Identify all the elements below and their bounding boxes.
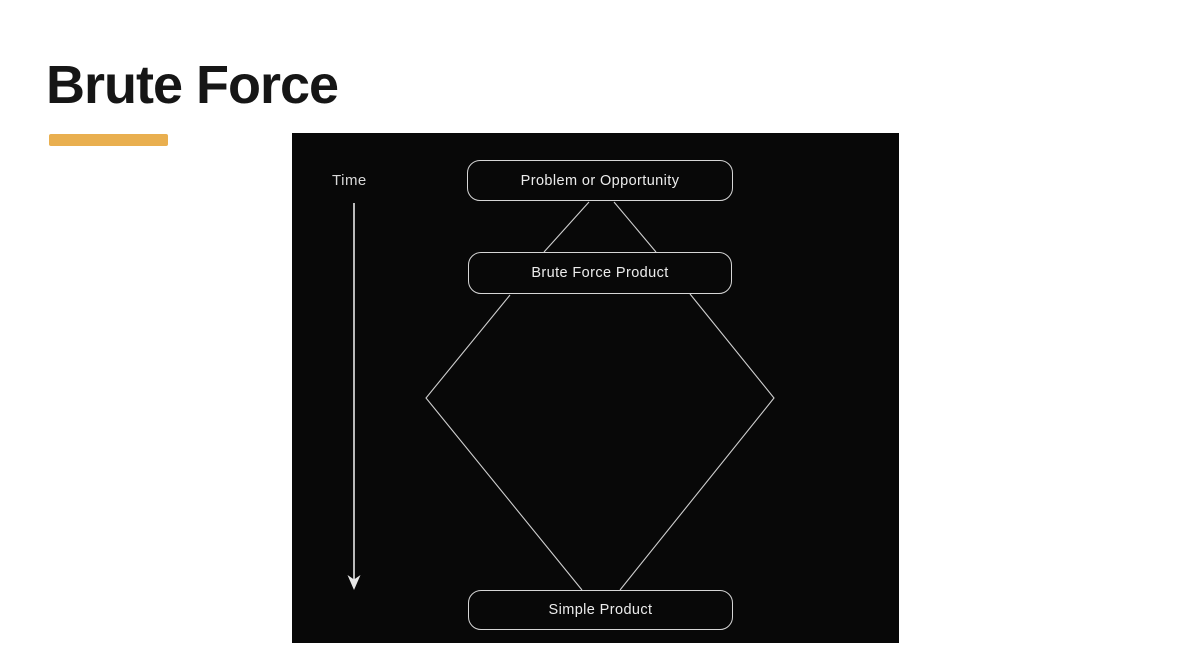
diamond-path-lines	[425, 293, 775, 591]
node-simple-product: Simple Product	[468, 590, 733, 630]
node-problem-or-opportunity: Problem or Opportunity	[467, 160, 733, 201]
diagram-lines-layer	[347, 201, 775, 591]
time-label: Time	[332, 172, 367, 189]
node-label: Simple Product	[548, 602, 653, 618]
accent-bar	[49, 134, 168, 146]
node-label: Brute Force Product	[531, 265, 669, 281]
down-arrow-icon	[347, 203, 361, 590]
diagram-panel: Time Problem or Opportunity Brute Force …	[292, 133, 899, 643]
node-brute-force-product: Brute Force Product	[468, 252, 732, 294]
page-title: Brute Force	[46, 55, 339, 115]
node-label: Problem or Opportunity	[520, 172, 680, 189]
divergence-lines	[543, 201, 657, 253]
